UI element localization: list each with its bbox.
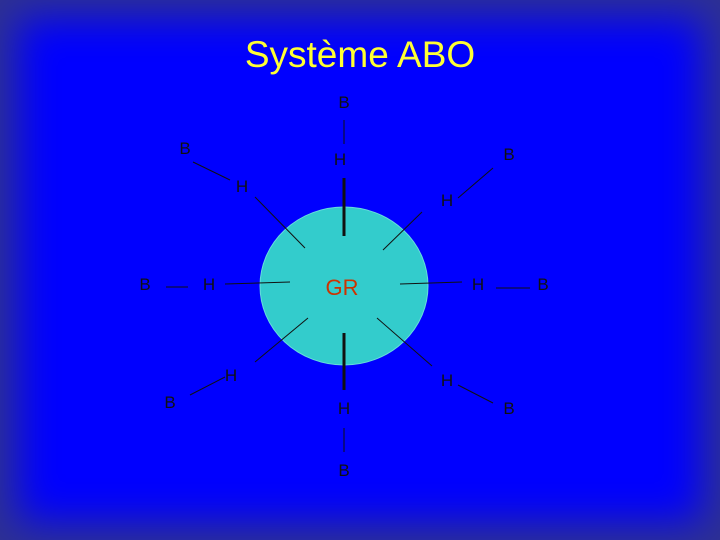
connector-lower-right-h — [376, 317, 433, 367]
label-b-upper-left: B — [179, 139, 191, 158]
slide-title: Système ABO — [244, 34, 476, 75]
label-h-top: H — [333, 150, 347, 169]
label-h-left: H — [202, 275, 216, 294]
connector-lower-right-b — [457, 384, 494, 404]
connector-upper-left-b — [192, 161, 231, 181]
connector-left-h — [224, 281, 291, 285]
label-h-right: H — [471, 275, 485, 294]
label-h-bottom: H — [337, 399, 351, 418]
label-h-lower-right: H — [440, 371, 454, 390]
label-h-upper-left: H — [235, 177, 249, 196]
label-b-lower-right: B — [503, 399, 515, 418]
connector-right-h — [399, 281, 463, 285]
connector-upper-left-h — [254, 196, 306, 249]
label-h-upper-right: H — [440, 191, 454, 210]
label-b-left: B — [139, 275, 151, 294]
label-h-lower-left: H — [224, 366, 238, 385]
label-b-upper-right: B — [503, 145, 515, 164]
label-b-top: B — [338, 93, 350, 112]
label-b-lower-left: B — [164, 393, 176, 412]
label-b-bottom: B — [338, 461, 350, 480]
connector-upper-right-b — [457, 167, 494, 199]
label-b-right: B — [537, 275, 549, 294]
connector-lower-left-b — [189, 376, 226, 396]
connector-upper-right-h — [382, 211, 423, 251]
connector-lower-left-h — [254, 317, 309, 363]
cell-label: GR — [325, 275, 359, 300]
